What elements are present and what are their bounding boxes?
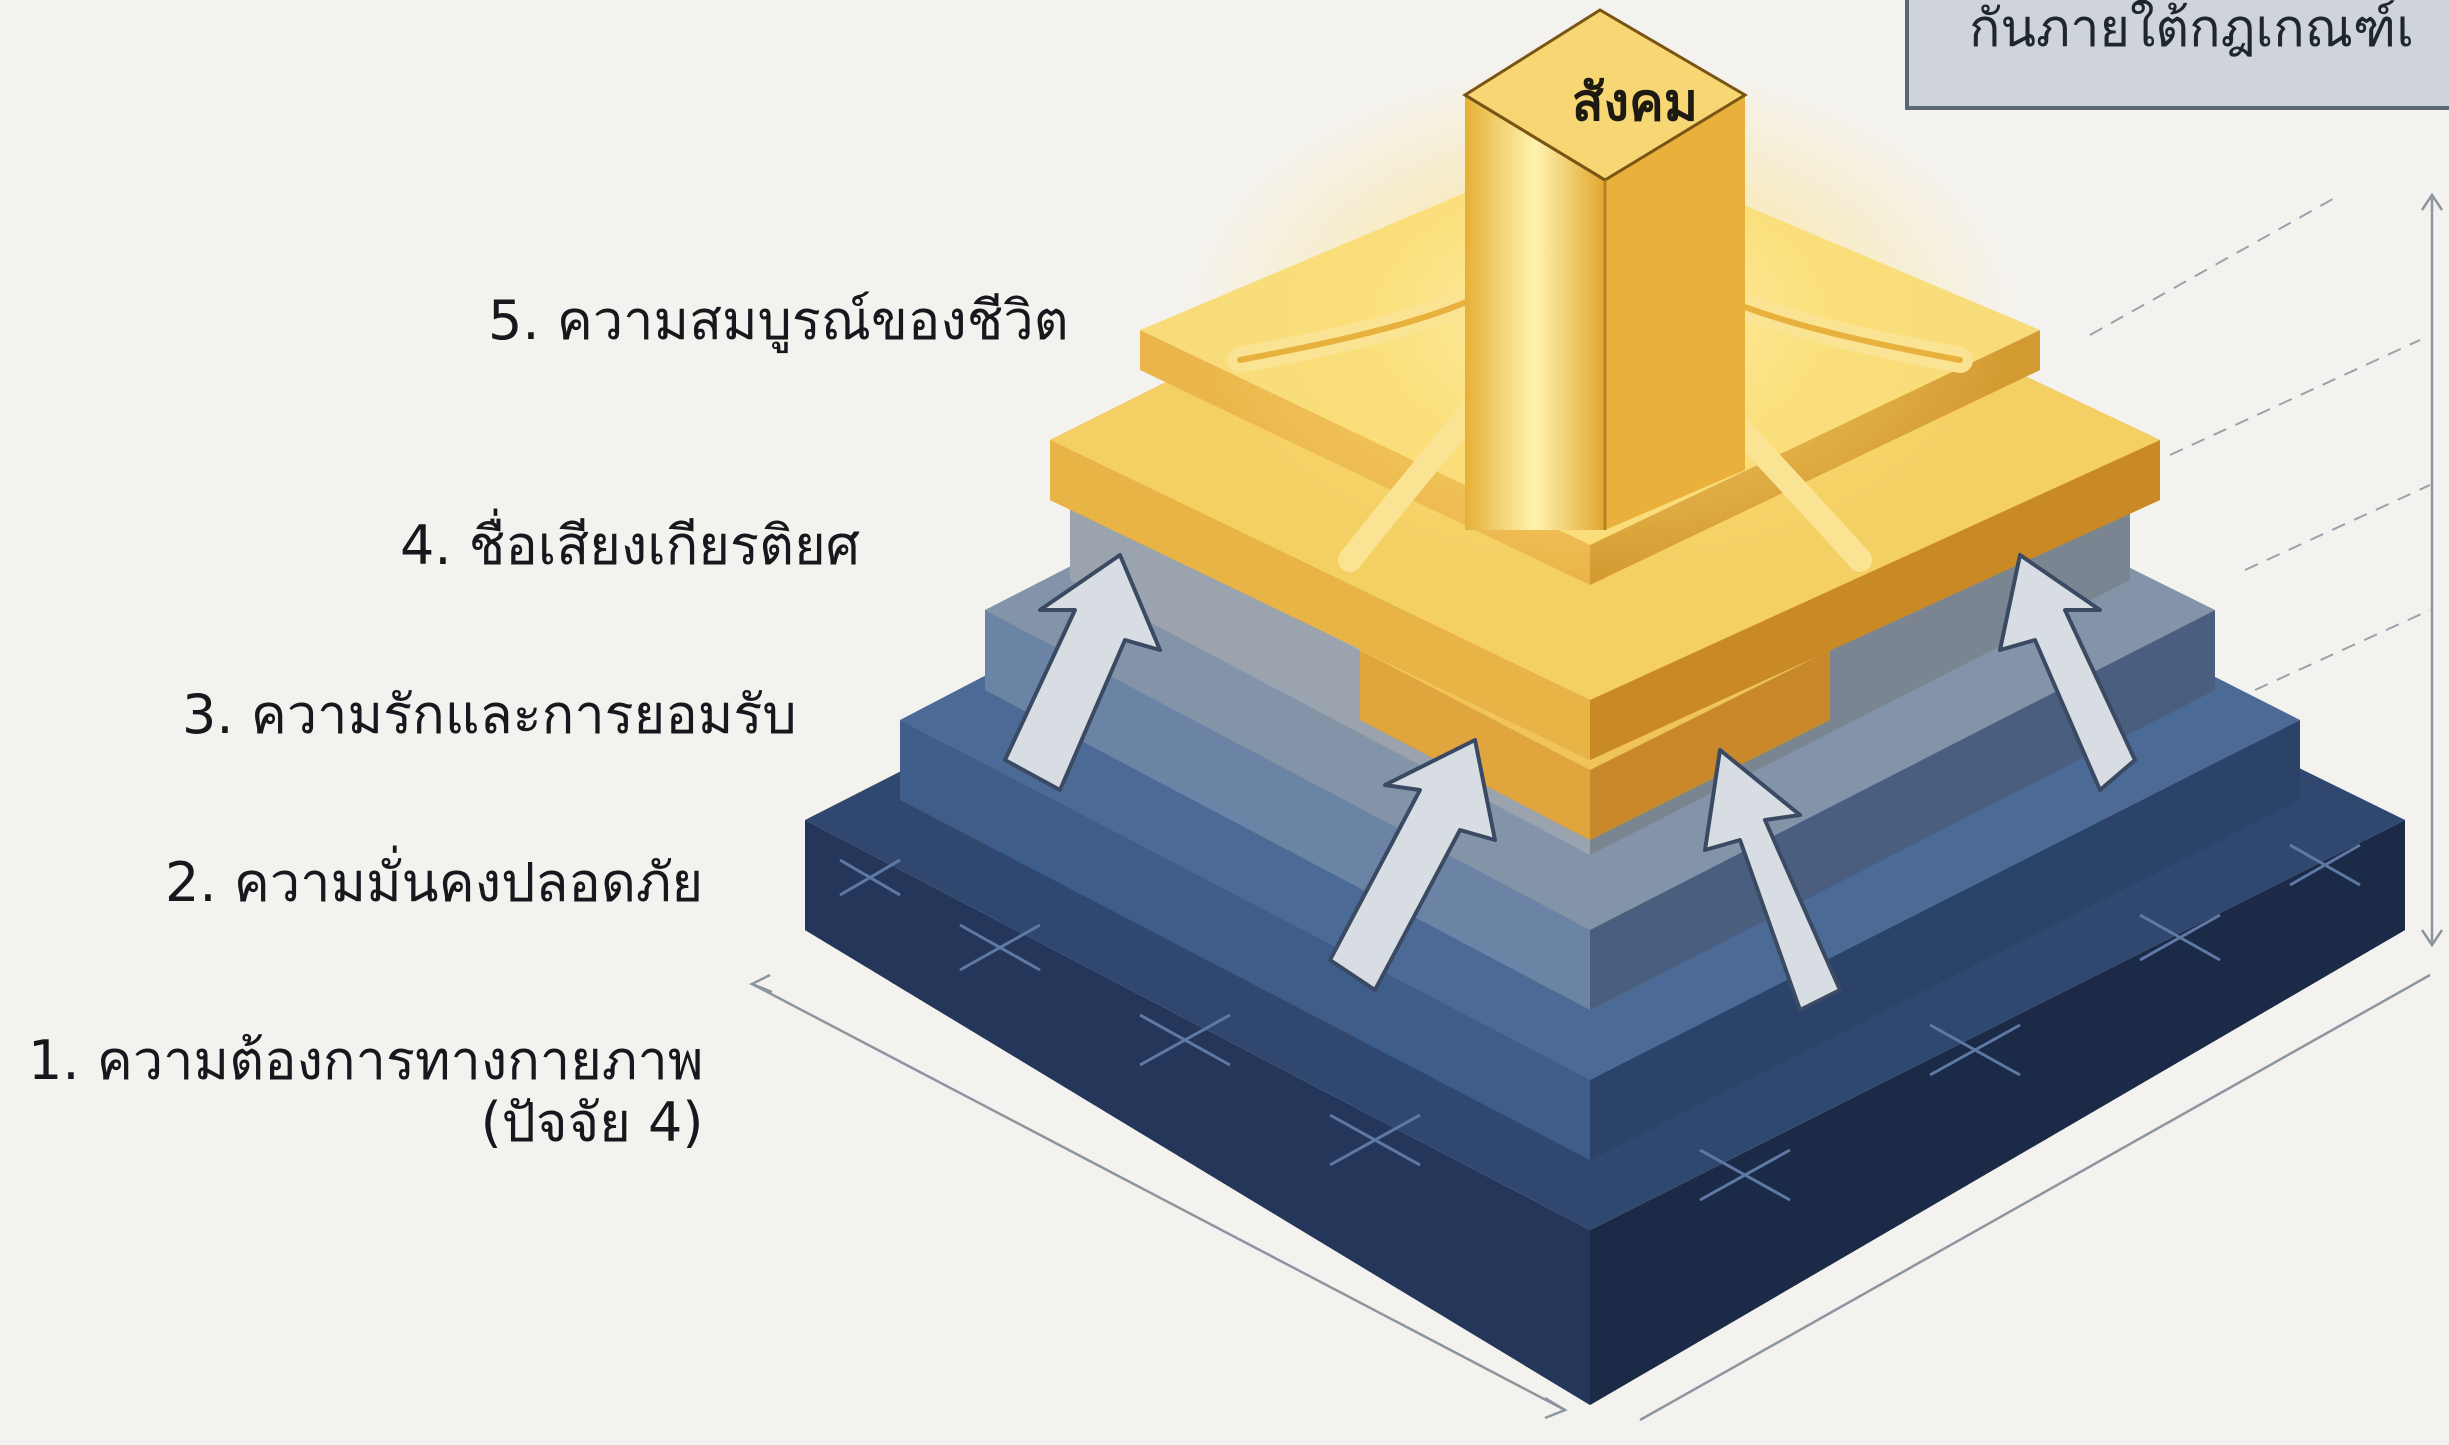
tier-1-bracing [839,843,2361,1202]
level-number: 3. [182,683,234,746]
level-4-label: 4. ชื่อเสียงเกียรติยศ [400,514,860,577]
level-3-label: 3. ความรักและการยอมรับ [182,683,797,746]
level-text: ความรักและการยอมรับ [250,683,797,746]
top-label: สังคม [1571,73,1699,133]
central-pillar [1462,8,1748,530]
level-text: ความสมบูรณ์ของชีวิต [556,289,1069,352]
level-text: ความต้องการทางกายภาพ [96,1029,704,1092]
level-text: ความมั่นคงปลอดภัย [233,851,704,914]
level-sublabel: (ปัจจัย 4) [480,1091,704,1155]
level-number: 4. [400,514,452,577]
dashed-guides [2089,194,2431,691]
level-1-label: 1. ความต้องการทางกายภาพ (ปัจจัย 4) [28,1029,704,1155]
level-2-label: 2. ความมั่นคงปลอดภัย [165,851,704,914]
level-number: 1. [28,1029,80,1092]
level-number: 2. [165,851,217,914]
up-arrow-icon [1003,553,2137,1012]
info-box-text: กันภายใต้กฎเกณฑ์เ [1969,0,2414,59]
info-box: กันภายใต้กฎเกณฑ์เ [1905,0,2449,110]
level-text: ชื่อเสียงเกียรติยศ [468,514,860,577]
level-number: 5. [488,289,540,352]
dimension-lines [748,192,2444,1422]
level-5-label: 5. ความสมบูรณ์ของชีวิต [488,289,1069,352]
